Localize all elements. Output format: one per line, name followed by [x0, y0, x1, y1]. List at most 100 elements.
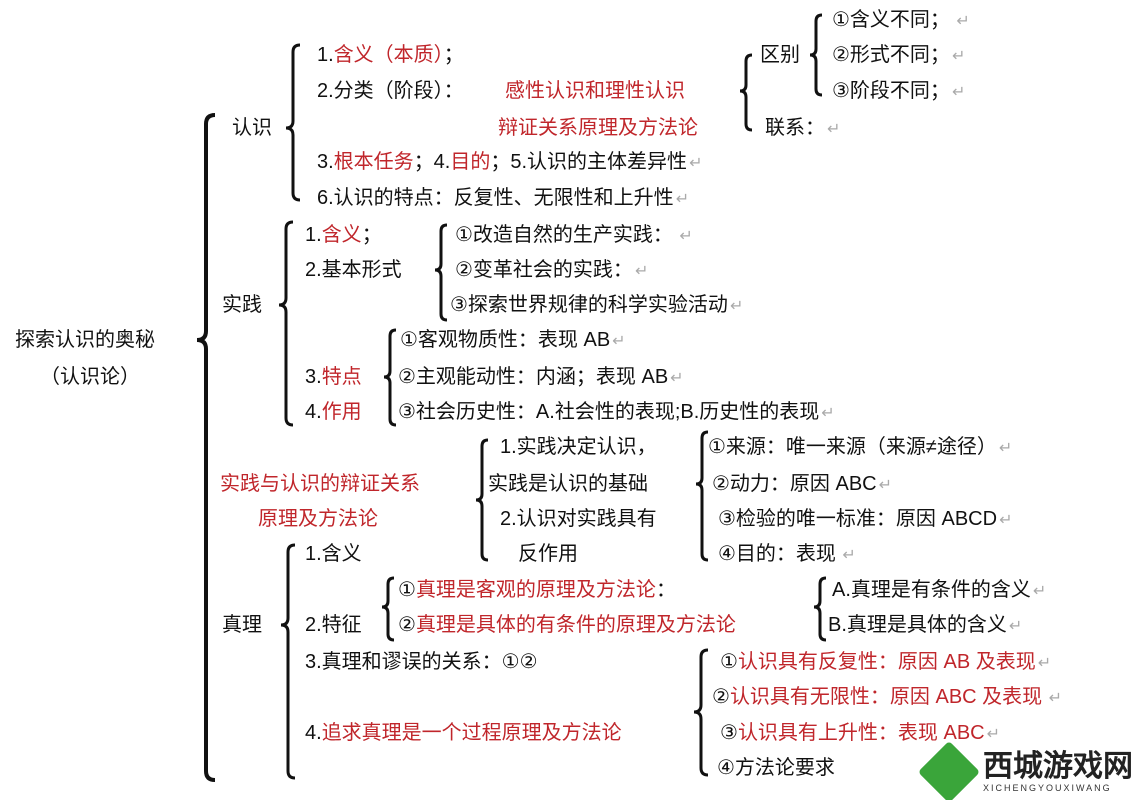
return-mark-icon: ↵	[1037, 655, 1052, 672]
node-ly1: ①来源：唯一来源（来源≠途径）↵	[708, 435, 1012, 461]
node-xs2: ②变革社会的实践：↵	[455, 258, 648, 284]
node-text: 2.基本形式	[305, 259, 402, 281]
node-lx: 联系：↵	[765, 116, 840, 142]
node-text: B.真理是具体的含义	[828, 614, 1007, 636]
node-text: 原理及方法论	[258, 508, 378, 530]
node-text: 1.	[305, 224, 322, 246]
brace	[280, 543, 296, 780]
node-text: 4.	[305, 722, 322, 744]
node-text: ③检验的唯一标准：原因 ABCD	[718, 508, 998, 530]
watermark-logo: 西城游戏网 XICHENGYOUXIWANG	[917, 740, 1133, 800]
node-text: 2.特征	[305, 614, 362, 636]
return-mark-icon: ↵	[878, 477, 893, 494]
return-mark-icon: ↵	[1032, 583, 1047, 600]
node-jd3: 2.认识对实践具有	[500, 507, 657, 531]
logo-subtitle: XICHENGYOUXIWANG	[983, 783, 1112, 793]
node-rs4: 6.认识的特点：反复性、无限性和上升性↵	[317, 186, 689, 212]
node-text: ：	[655, 579, 676, 601]
return-mark-icon: ↵	[999, 512, 1013, 529]
node-text: 真理	[222, 614, 262, 636]
node-text: 认识	[232, 117, 272, 139]
node-ab1: A.真理是有条件的含义↵	[832, 578, 1046, 604]
brace	[278, 220, 294, 427]
node-text: ②变革社会的实践：	[455, 259, 633, 281]
node-text: 实践	[222, 294, 262, 316]
return-mark-icon: ↵	[675, 191, 690, 208]
node-text: 6.认识的特点：反复性、无限性和上升性	[317, 187, 674, 209]
return-mark-icon: ↵	[998, 440, 1013, 457]
brace	[475, 438, 489, 562]
node-text: 根本任务	[333, 151, 414, 173]
node-text: 含义	[321, 224, 362, 246]
node-rs2a: 2.分类（阶段）：	[317, 79, 464, 103]
brace	[381, 576, 395, 642]
node-text: 感性认识和理性认识	[505, 80, 685, 102]
node-text: ②形式不同；	[832, 44, 950, 66]
brace	[739, 53, 753, 132]
node-ly4: ④目的：表现 ↵	[718, 542, 856, 568]
return-mark-icon: ↵	[674, 228, 693, 245]
return-mark-icon: ↵	[612, 333, 626, 350]
brace	[196, 113, 216, 782]
node-root1: 探索认识的奥秘	[15, 328, 155, 352]
node-qb: 区别	[760, 43, 800, 67]
return-mark-icon: ↵	[951, 13, 970, 30]
node-text: ①含义不同；	[832, 9, 950, 31]
node-text: 3.	[317, 151, 334, 173]
brace	[285, 43, 301, 202]
node-rs3: 3.根本任务；4.目的；5.认识的主体差异性↵	[317, 150, 702, 176]
logo-name: 西城游戏网	[983, 750, 1133, 783]
node-text: 含义（本质）	[333, 44, 444, 66]
node-text: 认识具有无限性：原因 ABC 及表现	[729, 686, 1043, 708]
node-td3: ③社会历史性：A.社会性的表现;B.历史性的表现↵	[398, 400, 835, 426]
brace	[695, 430, 709, 562]
node-text: ①改造自然的生产实践：	[455, 224, 673, 246]
node-text: ①客观物质性：表现 AB	[400, 329, 611, 351]
node-text: ②动力：原因 ABC	[712, 473, 877, 495]
node-sj2: 2.基本形式	[305, 258, 402, 282]
node-qb3: ③阶段不同；↵	[832, 79, 965, 105]
brace	[809, 13, 823, 97]
node-text: 2.认识对实践具有	[500, 508, 657, 530]
node-text: 联系：	[765, 117, 825, 139]
node-text: ①	[398, 579, 416, 601]
node-text: 4.	[305, 401, 322, 423]
node-text: 实践与认识的辩证关系	[220, 473, 420, 495]
node-text: 认识具有反复性：原因 AB 及表现	[737, 651, 1036, 673]
node-zl1: 1.含义	[305, 542, 362, 566]
node-gc4: ④方法论要求	[717, 756, 835, 780]
node-rs1: 1.含义（本质）；	[317, 43, 464, 67]
node-text: 区别	[760, 44, 800, 66]
node-root2: （认识论）	[40, 365, 140, 389]
return-mark-icon: ↵	[1044, 690, 1063, 707]
node-sj4: 4.作用	[305, 400, 362, 424]
node-text: 辩证关系原理及方法论	[498, 117, 698, 139]
node-qb2: ②形式不同；↵	[832, 43, 965, 69]
node-zl4: 4.追求真理是一个过程原理及方法论	[305, 721, 622, 745]
node-text: 真理是具体的有条件的原理及方法论	[415, 614, 736, 636]
node-text: ②	[398, 614, 416, 636]
node-ab2: B.真理是具体的含义↵	[828, 613, 1022, 639]
node-zl2: 2.特征	[305, 613, 362, 637]
node-bz2: 原理及方法论	[258, 507, 378, 531]
node-text: 1.	[317, 44, 334, 66]
return-mark-icon: ↵	[1008, 618, 1023, 635]
return-mark-icon: ↵	[837, 547, 856, 564]
node-sj3: 3.特点	[305, 365, 362, 389]
node-text: 1.含义	[305, 543, 362, 565]
brace	[813, 576, 827, 642]
node-text: ③	[720, 722, 738, 744]
node-text: 反作用	[518, 543, 578, 565]
node-rs2b: 感性认识和理性认识	[505, 79, 685, 103]
node-text: 探索认识的奥秘	[15, 329, 155, 351]
node-tz2: ②真理是具体的有条件的原理及方法论	[398, 613, 736, 637]
return-mark-icon: ↵	[821, 405, 835, 422]
return-mark-icon: ↵	[689, 155, 703, 172]
brace	[693, 648, 709, 777]
node-sj: 实践	[222, 293, 262, 317]
node-text: ；5.认识的主体差异性	[490, 151, 688, 173]
node-text: 认识具有上升性：表现 ABC	[737, 722, 985, 744]
node-text: ；	[361, 224, 382, 246]
node-text: ①	[720, 651, 738, 673]
